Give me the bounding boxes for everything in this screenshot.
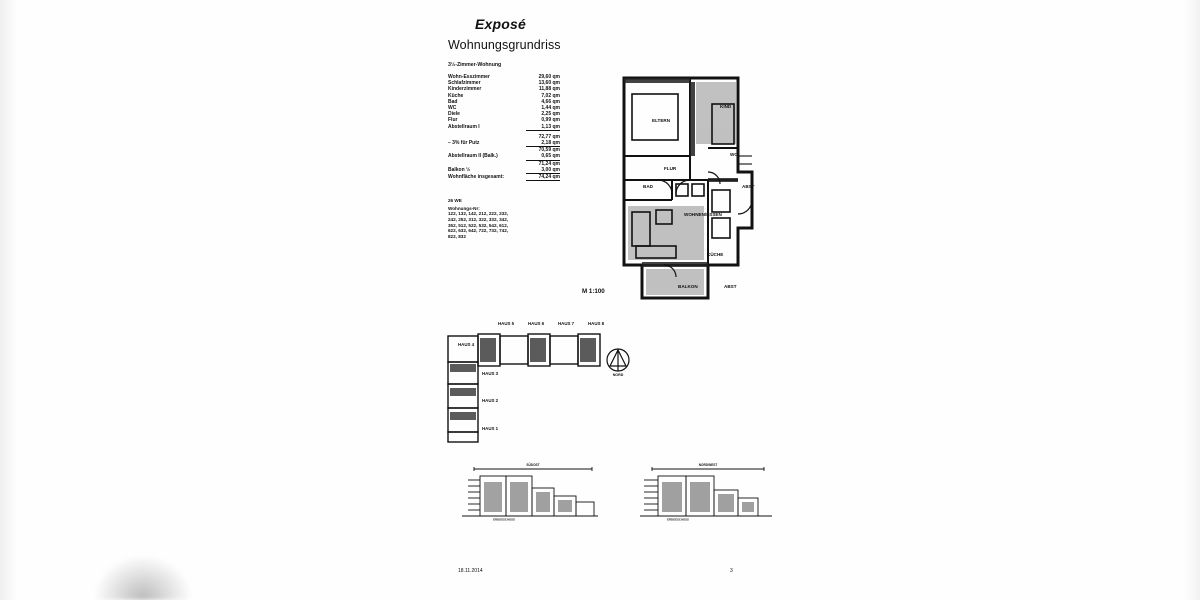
exposé-sheet: Exposé Wohnungsgrundriss 3½-Zimmer-Wohnu… [430,0,780,600]
floor-plan-room-label: ELTERN [652,118,671,123]
room-name: Flur [448,117,458,124]
north-label: NORD [613,373,624,377]
section-diagram-southeast: SÜDOST ERDGESCHOSS [452,462,602,527]
scan-edge-left [0,0,18,600]
unit-numbers-line: 242, 252, 312, 322, 332, 342, [448,216,509,222]
scale-label: M 1:100 [582,288,605,295]
section-diagram-northwest: NORDWEST ERDGESCHOSS [632,462,782,527]
site-plan-house-label: HAUS 6 [528,321,545,326]
room-row: Flur 0,99 qm [448,117,560,123]
floor-plan-drawing: ELTERN KIND FLUR WOHNEN/ESSEN BALKON BAD KÜCHE… [612,60,764,302]
floor-plan-room-label: BALKON [678,284,698,289]
total-row: – 3% für Putz 2,18 qm [448,140,560,148]
page-title: Exposé [475,16,526,32]
total-area: 3,00 qm [526,167,560,175]
scan-shadow-artifact [95,556,191,600]
floor-plan-room-label: KIND [720,104,732,109]
unit-numbers-block: 26 WE Wohnungs-Nr: 122, 132, 142, 212, 2… [448,198,563,239]
site-plan-house-label: HAUS 7 [558,321,575,326]
total-row: Balkon ½ 3,00 qm [448,166,560,175]
room-area: 1,44 qm [541,105,560,112]
site-plan-house-label: HAUS 3 [482,371,499,376]
section-base-label-left: ERDGESCHOSS [493,518,515,522]
site-plan-drawing: HAUS 4 HAUS 5 HAUS 6 HAUS 7 HAUS 8 HAUS 3 HAUS… [440,314,640,444]
floor-plan-room-label: KÜCHE [707,251,723,257]
room-schedule-table: Wohn-Esszimmer 29,60 qm Schlafzimmer 13,60 … [448,74,560,182]
room-row: Abstellraum I 1,13 qm [448,124,560,131]
total-area: 71,24 qm [538,160,560,167]
floor-plan-svg: ELTERN KIND FLUR WOHNEN/ESSEN BALKON BAD KÜCHE… [622,76,755,300]
unit-numbers-line: 622, 632, 642, 722, 732, 742, [448,228,509,234]
room-row: Wohn-Esszimmer 29,60 qm [448,74,560,80]
room-area: 13,60 qm [538,80,560,87]
total-row: Wohnfläche insgesamt: 74,24 qm [448,174,560,182]
room-row: Schlafzimmer 13,60 qm [448,80,560,86]
site-plan-house-label: HAUS 8 [588,321,605,326]
total-name: – 3% für Putz [448,140,480,147]
room-name: Kinderzimmer [448,86,482,93]
room-area: 7,02 qm [541,92,560,99]
total-area: 0,65 qm [526,153,560,161]
total-area: 74,24 qm [526,174,560,182]
scan-edge-right [1182,0,1200,600]
section-base-label-right: ERDGESCHOSS [667,518,689,522]
section-svg-right: NORDWEST ERDGESCHOSS [640,463,772,522]
site-plan-house-label: HAUS 5 [498,321,515,326]
section-title-right: NORDWEST [699,463,718,467]
total-row: 71,24 qm [448,161,560,167]
unit-numbers-label: Wohnungs-Nr: [448,205,480,211]
room-name: Bad [448,98,458,105]
room-area: 2,25 qm [541,111,560,118]
room-name: Diele [448,111,460,118]
room-name: Küche [448,92,464,99]
site-plan-house-label: HAUS 1 [482,426,499,431]
floor-plan-room-label: WOHNEN/ESSEN [684,212,722,217]
north-arrow-icon [606,348,630,372]
total-area: 70,59 qm [538,147,560,154]
unit-numbers-line: 352, 512, 522, 532, 542, 612, [448,222,509,228]
room-area: 11,88 qm [538,86,560,93]
footer-date: 18.11.2014 [458,568,483,574]
room-area: 0,99 qm [541,117,560,124]
room-name: Abstellraum I [448,123,480,130]
floor-plan-room-label: ABST [724,284,737,289]
site-plan-house-label: HAUS 2 [482,398,499,403]
site-plan-house-label: HAUS 4 [458,342,475,347]
page-subtitle: Wohnungsgrundriss [448,38,561,52]
section-title-left: SÜDOST [526,462,539,467]
room-row: Bad 4,66 qm [448,99,560,105]
total-row: 72,77 qm [448,134,560,140]
total-name: Balkon ½ [448,166,471,173]
floor-plan-room-label: BAD [643,184,654,189]
room-row: Kinderzimmer 11,88 qm [448,86,560,92]
room-area: 29,60 qm [538,74,560,80]
room-area: 4,66 qm [541,98,560,105]
room-name: Wohn-Esszimmer [448,74,490,80]
room-area: 1,13 qm [526,124,560,131]
room-row: Diele 2,25 qm [448,111,560,117]
total-row: Abstellraum II (Balk.) 0,65 qm [448,153,560,161]
unit-count: 26 WE [448,198,462,203]
room-row: WC 1,44 qm [448,105,560,111]
room-name: Schlafzimmer [448,80,481,87]
room-name: WC [448,105,457,112]
footer-page-number: 3 [730,568,733,574]
total-area: 72,77 qm [538,133,560,140]
floor-plan-room-label: ABST [742,184,755,189]
unit-numbers-line: 822, 832 [448,233,466,239]
floor-plan-room-label: WC [730,152,738,157]
room-row: Küche 7,02 qm [448,93,560,99]
total-name: Wohnfläche insgesamt: [448,174,505,181]
floor-plan-room-label: FLUR [664,166,677,171]
total-name: Abstellraum II (Balk.) [448,153,498,160]
apartment-type: 3½-Zimmer-Wohnung [448,62,502,68]
site-plan-svg: HAUS 4 HAUS 5 HAUS 6 HAUS 7 HAUS 8 HAUS 3 HAUS… [447,321,630,443]
total-row: 70,59 qm [448,147,560,153]
unit-numbers-line: 122, 132, 142, 212, 222, 232, [448,211,509,217]
total-area: 2,18 qm [526,140,560,148]
section-svg-left: SÜDOST ERDGESCHOSS [462,462,598,522]
